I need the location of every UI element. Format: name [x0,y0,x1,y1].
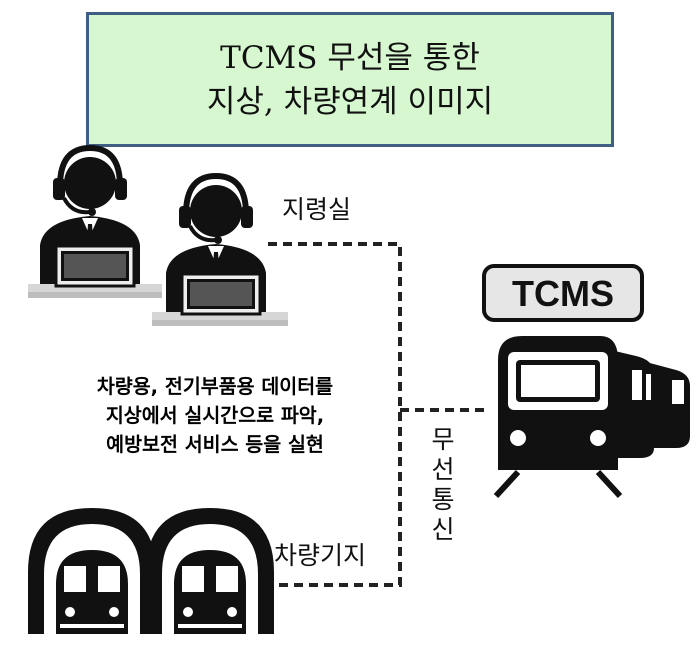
wireless-char-1: 무 [431,425,455,454]
train-icon [493,336,690,499]
operator-icon-1 [28,144,162,298]
depot-label: 차량기지 [274,541,367,570]
wireless-char-2: 선 [431,455,455,484]
connection-lines [262,242,488,587]
operator-icon-2 [152,172,288,326]
control-depot-line [262,242,402,587]
wireless-comm-label: 무 선 통 신 [428,425,458,545]
title-line-2: 지상, 차량연계 이미지 [206,83,494,120]
tcms-badge-label: TCMS [512,273,614,314]
wireless-char-3: 통 [431,485,455,514]
description-text: 차량용, 전기부품용 데이터를 지상에서 실시간으로 파악, 예방보전 서비스 … [40,372,390,459]
description-line-1: 차량용, 전기부품용 데이터를 [96,375,334,398]
title-box: TCMS 무선을 통한 지상, 차량연계 이미지 [86,12,614,147]
description-line-3: 예방보전 서비스 등을 실현 [106,433,324,456]
control-room-label: 지령실 [282,195,352,224]
description-line-2: 지상에서 실시간으로 파악, [105,404,325,427]
wireless-char-4: 신 [431,515,455,544]
title-line-1: TCMS 무선을 통한 [220,39,480,76]
tcms-badge [482,264,644,322]
depot-icon [28,508,274,634]
